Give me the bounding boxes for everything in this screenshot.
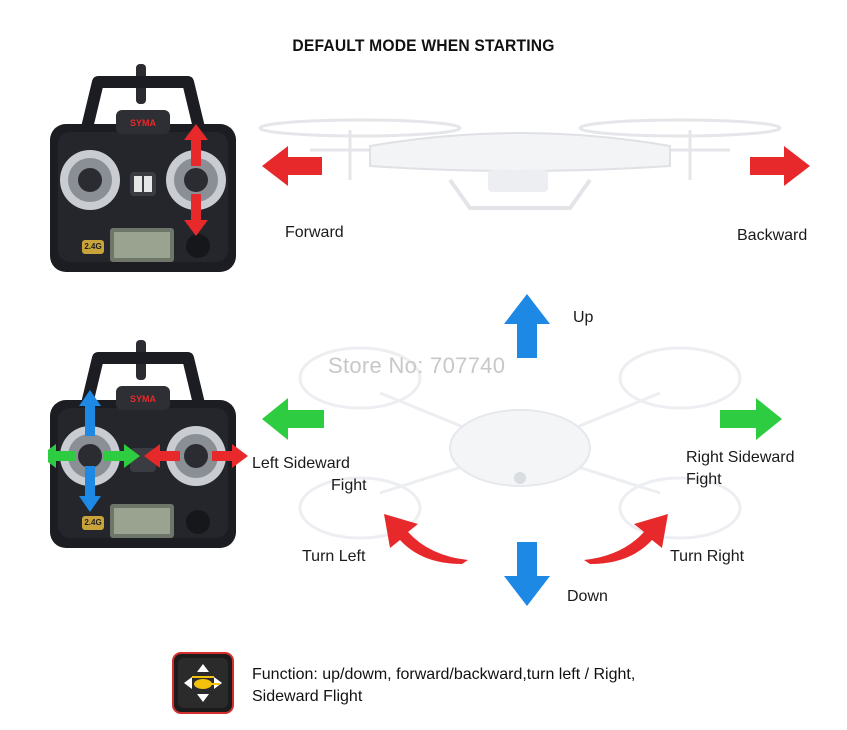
drone-side-view (250, 110, 790, 220)
brand-text: SYMA (130, 394, 157, 404)
label-left-sideward-line2: Fight (331, 475, 367, 497)
function-text-line2: Sideward Flight (252, 686, 362, 708)
function-text-line1: Function: up/dowm, forward/backward,turn… (252, 664, 635, 686)
left-sideward-arrow-icon (262, 398, 324, 440)
label-right-sideward-line2: Fight (686, 469, 722, 491)
label-down: Down (567, 586, 608, 608)
turn-right-arrow-icon (584, 508, 670, 564)
frequency-badge: 2.4G (82, 516, 104, 530)
remote-controller-top: SYMA 2.4G (48, 62, 238, 282)
backward-arrow-icon (750, 146, 810, 186)
forward-arrow-icon (262, 146, 322, 186)
store-watermark: Store No: 707740 (328, 353, 505, 379)
turn-left-arrow-icon (382, 508, 468, 564)
label-up: Up (573, 307, 593, 329)
helicopter-function-icon (172, 652, 234, 714)
label-forward: Forward (285, 222, 344, 244)
right-sideward-arrow-icon (720, 398, 782, 440)
brand-text: SYMA (130, 118, 157, 128)
label-backward: Backward (737, 225, 807, 247)
label-turn-left: Turn Left (302, 546, 365, 568)
diagram-title: DEFAULT MODE WHEN STARTING (34, 36, 813, 56)
up-arrow-icon (504, 294, 550, 358)
down-arrow-icon (504, 542, 550, 606)
remote-controller-bottom: SYMA 2.4G (48, 338, 248, 558)
frequency-badge: 2.4G (82, 240, 104, 254)
label-left-sideward-line1: Left Sideward (252, 453, 350, 475)
label-turn-right: Turn Right (670, 546, 744, 568)
label-right-sideward-line1: Right Sideward (686, 447, 795, 469)
